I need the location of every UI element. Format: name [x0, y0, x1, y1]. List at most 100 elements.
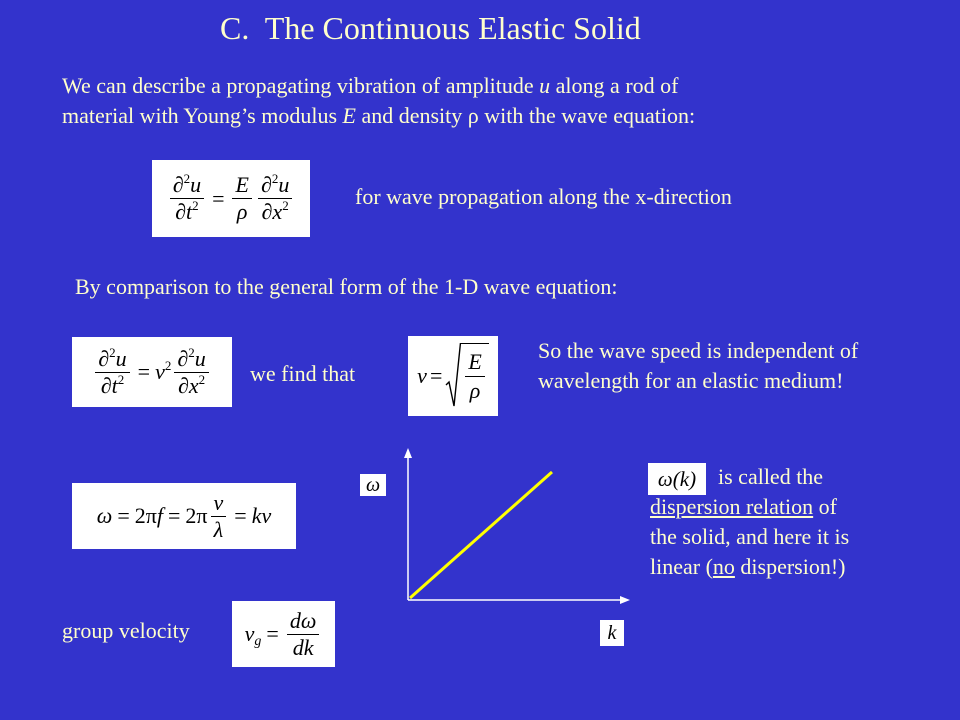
- fraction-numerator: E: [465, 348, 485, 377]
- speed-squared: v2: [155, 359, 171, 385]
- fraction-numerator: dω: [286, 608, 320, 635]
- variable-v: v: [155, 359, 165, 384]
- partial-symbol: ∂: [260, 172, 272, 197]
- intro-text: and density: [355, 103, 468, 128]
- equals-sign: =: [266, 621, 279, 646]
- speed-note-line: So the wave speed is independent of: [538, 338, 859, 363]
- omega-symbol: ω: [96, 503, 113, 528]
- speed-equation-box: v = E ρ: [408, 336, 498, 416]
- lhs-denominator: ∂t2: [172, 199, 202, 225]
- speed-note: So the wave speed is independent of wave…: [538, 336, 858, 396]
- variable-v: v: [417, 363, 427, 388]
- dispersion-text-fragment: dispersion!): [734, 554, 846, 579]
- lhs-fraction: ∂2u ∂t2: [95, 344, 130, 399]
- variable-u: u: [115, 345, 127, 371]
- modulus-density-fraction: E ρ: [465, 348, 485, 405]
- equals-sign: =: [212, 185, 225, 211]
- group-velocity-equation-box: vg = dω dk: [232, 601, 335, 667]
- graph-y-label-box: ω: [360, 474, 386, 496]
- partial-symbol: ∂: [261, 199, 273, 224]
- modulus-variable: E: [342, 103, 356, 128]
- variable-u: u: [190, 172, 202, 197]
- rhs-fraction: ∂2u ∂x2: [174, 345, 209, 399]
- lhs-fraction: ∂2u ∂t2: [169, 171, 205, 225]
- variable-x: x: [188, 372, 199, 398]
- variable-t: t: [186, 199, 193, 224]
- partial-symbol: ∂: [177, 372, 189, 398]
- graph-x-label-box: k: [600, 620, 624, 646]
- variable-v: v: [244, 621, 255, 646]
- speed-wavelength-fraction: v λ: [210, 490, 227, 543]
- partial-symbol: ∂: [100, 372, 112, 398]
- radicand: E ρ: [461, 343, 489, 409]
- general-equation-box: ∂2u ∂t2 = v2 ∂2u ∂x2: [72, 337, 232, 407]
- dispersion-line: [409, 470, 553, 600]
- equals-sign: =: [117, 503, 130, 528]
- dispersion-text: is called the dispersion relation of the…: [650, 462, 849, 582]
- partial-symbol: ∂: [98, 345, 110, 371]
- exponent: 2: [192, 198, 199, 213]
- exponent: 2: [198, 371, 206, 387]
- equals-sign: =: [234, 503, 247, 528]
- equals-sign: =: [167, 503, 181, 528]
- rhs-denominator: ∂x2: [175, 373, 208, 399]
- y-axis-arrow-icon: [404, 448, 412, 458]
- rhs-numerator: ∂2u: [174, 345, 209, 373]
- exponent: 2: [117, 371, 125, 387]
- equals-sign: =: [429, 363, 443, 388]
- coefficient-numerator: E: [232, 172, 252, 199]
- square-root-sign-icon: [445, 343, 462, 407]
- intro-line-1: We can describe a propagating vibration …: [62, 71, 695, 101]
- two-pi: 2π: [134, 503, 157, 528]
- dispersion-label: ω(k): [657, 466, 697, 491]
- fraction-denominator: ρ: [469, 378, 481, 403]
- dispersion-text-line-4: linear (no dispersion!): [650, 552, 849, 582]
- partial-symbol: ∂: [172, 172, 184, 197]
- intro-text: along a rod of: [550, 73, 679, 98]
- lhs-numerator: ∂2u: [169, 171, 205, 199]
- two-pi: 2π: [185, 503, 208, 528]
- group-velocity-label: group velocity: [62, 618, 190, 643]
- dispersion-label-box: ω(k): [648, 463, 706, 495]
- partial-symbol: ∂: [175, 199, 186, 224]
- dispersion-text-line-2: dispersion relation of: [650, 492, 849, 522]
- rhs-fraction: ∂2u ∂x2: [257, 171, 293, 225]
- coefficient-denominator: ρ: [236, 199, 248, 224]
- slide-title: C. The Continuous Elastic Solid: [220, 10, 641, 46]
- variable-t: t: [111, 372, 118, 398]
- equals-sign: =: [137, 359, 151, 384]
- fraction-denominator: λ: [213, 516, 224, 542]
- intro-text: material with Young’s modulus: [62, 103, 343, 128]
- coefficient-fraction: E ρ: [232, 172, 252, 225]
- speed-note-line: wavelength for an elastic medium!: [538, 368, 844, 393]
- fraction-numerator: v: [210, 490, 227, 517]
- dispersion-text-fragment: of: [813, 494, 837, 519]
- wave-equation-box: ∂2u ∂t2 = E ρ ∂2u ∂x2: [152, 160, 310, 237]
- exponent: 2: [109, 344, 116, 360]
- exponent: 2: [271, 171, 279, 186]
- kv-product: kv: [251, 503, 272, 528]
- frequency-variable: f: [156, 503, 163, 528]
- derivative-fraction: dω dk: [286, 608, 320, 661]
- dispersion-text-fragment: linear (: [650, 554, 713, 579]
- intro-text: We can describe a propagating vibration …: [62, 73, 540, 98]
- group-velocity-symbol: vg: [244, 621, 262, 649]
- exponent: 2: [164, 358, 172, 373]
- x-axis-arrow-icon: [620, 596, 630, 604]
- dispersion-text-line-1: is called the: [718, 464, 824, 489]
- exponent: 2: [183, 171, 191, 186]
- partial-symbol: ∂: [177, 345, 189, 371]
- square-root: E ρ: [445, 343, 489, 409]
- variable-u: u: [278, 172, 290, 197]
- intro-line-2: material with Young’s modulus E and dens…: [62, 101, 695, 131]
- intro-paragraph: We can describe a propagating vibration …: [62, 71, 695, 131]
- density-variable: ρ: [467, 103, 479, 128]
- comparison-text: By comparison to the general form of the…: [75, 274, 618, 299]
- we-find-that-text: we find that: [250, 361, 356, 386]
- subscript-g: g: [254, 634, 262, 649]
- dispersion-relation-term: dispersion relation: [650, 494, 814, 519]
- variable-u: u: [194, 345, 206, 371]
- rhs-denominator: ∂x2: [259, 199, 292, 225]
- graph-x-label: k: [607, 621, 617, 644]
